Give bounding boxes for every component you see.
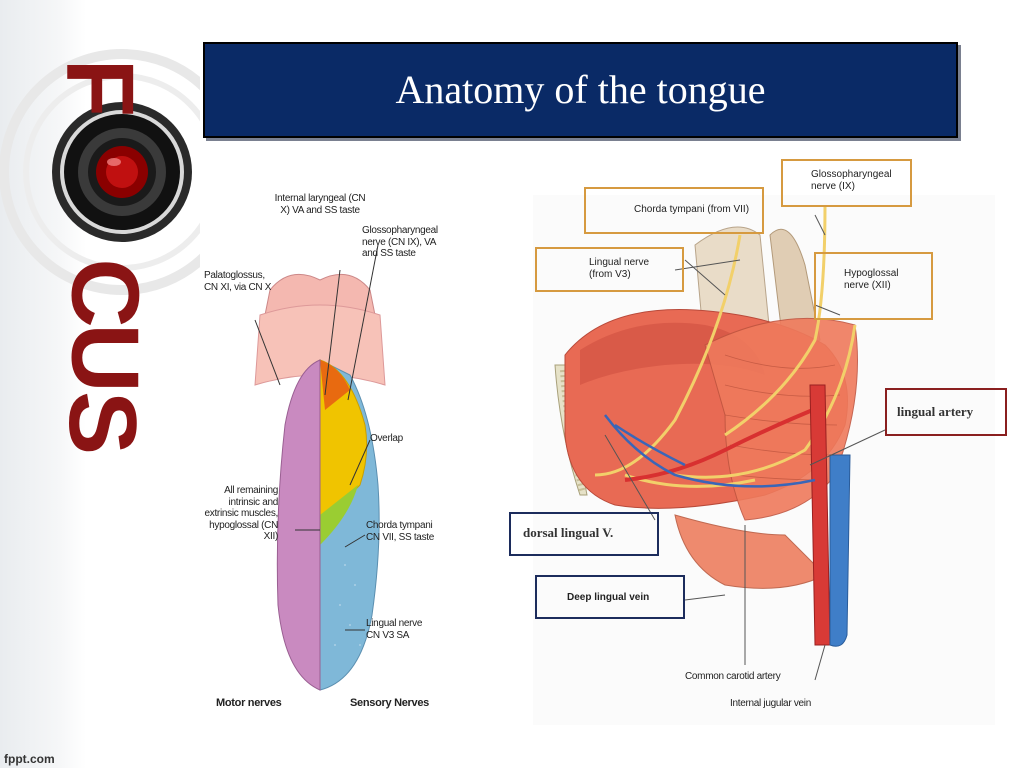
label-motor-nerves: Motor nerves [216, 697, 282, 709]
tongue-lateral-illustration [533, 195, 995, 725]
logo-letter-u: U [51, 323, 159, 393]
tongue-innervation-illustration [254, 244, 386, 691]
label-chorda-tympani-left: Chorda tympani CN VII, SS taste [366, 520, 435, 543]
label-overlap: Overlap [370, 433, 403, 444]
title-bar: Anatomy of the tongue [203, 42, 958, 138]
label-lingual-nerve-left: Lingual nerve CN V3 SA [366, 618, 423, 641]
label-lingual-nerve-right: Lingual nerve (from V3) [589, 257, 650, 280]
box-hypoglossal: Hypoglossal nerve (XII) [814, 252, 933, 320]
tongue-innervation-diagram: Internal laryngeal (CN X) VA and SS tast… [200, 185, 440, 725]
label-all-remaining-muscles: All remaining intrinsic and extrinsic mu… [204, 485, 278, 542]
label-lingual-artery: lingual artery [897, 404, 974, 419]
focus-logo [0, 49, 200, 295]
logo-letter-c: C [51, 258, 159, 328]
label-glossopharyngeal-right: Glossopharyngeal nerve (IX) [811, 169, 892, 192]
box-dorsal-lingual-v: dorsal lingual V. [509, 512, 659, 556]
box-lingual-artery: lingual artery [885, 388, 1007, 436]
label-palatoglossus: Palatoglossus, CN XI, via CN X [204, 270, 272, 293]
label-chorda-tympani-right: Chorda tympani (from VII) [634, 204, 750, 215]
label-glossopharyngeal-left: Glossopharyngeal nerve (CN IX), VA and S… [362, 225, 438, 259]
footer-brand: fppt.com [4, 752, 55, 766]
box-chorda-tympani: Chorda tympani (from VII) [584, 187, 764, 234]
logo-letter-f: F [46, 58, 154, 118]
tongue-lateral-diagram: Chorda tympani (from VII) Glossopharynge… [509, 159, 1007, 735]
label-internal-jugular: Internal jugular vein [730, 698, 811, 709]
logo-letter-s: S [49, 390, 157, 456]
box-deep-lingual-vein: Deep lingual vein [535, 575, 685, 619]
slide-title: Anatomy of the tongue [395, 67, 766, 112]
label-internal-laryngeal: Internal laryngeal (CN X) VA and SS tast… [274, 193, 366, 216]
label-common-carotid: Common carotid artery [685, 671, 781, 682]
label-dorsal-lingual-v: dorsal lingual V. [523, 525, 614, 540]
box-glossopharyngeal: Glossopharyngeal nerve (IX) [781, 159, 912, 207]
box-lingual-nerve: Lingual nerve (from V3) [535, 247, 684, 292]
label-hypoglossal: Hypoglossal nerve (XII) [844, 268, 899, 291]
label-sensory-nerves: Sensory Nerves [350, 697, 429, 709]
label-deep-lingual-vein: Deep lingual vein [567, 592, 650, 603]
camera-lens-icon [52, 102, 192, 242]
